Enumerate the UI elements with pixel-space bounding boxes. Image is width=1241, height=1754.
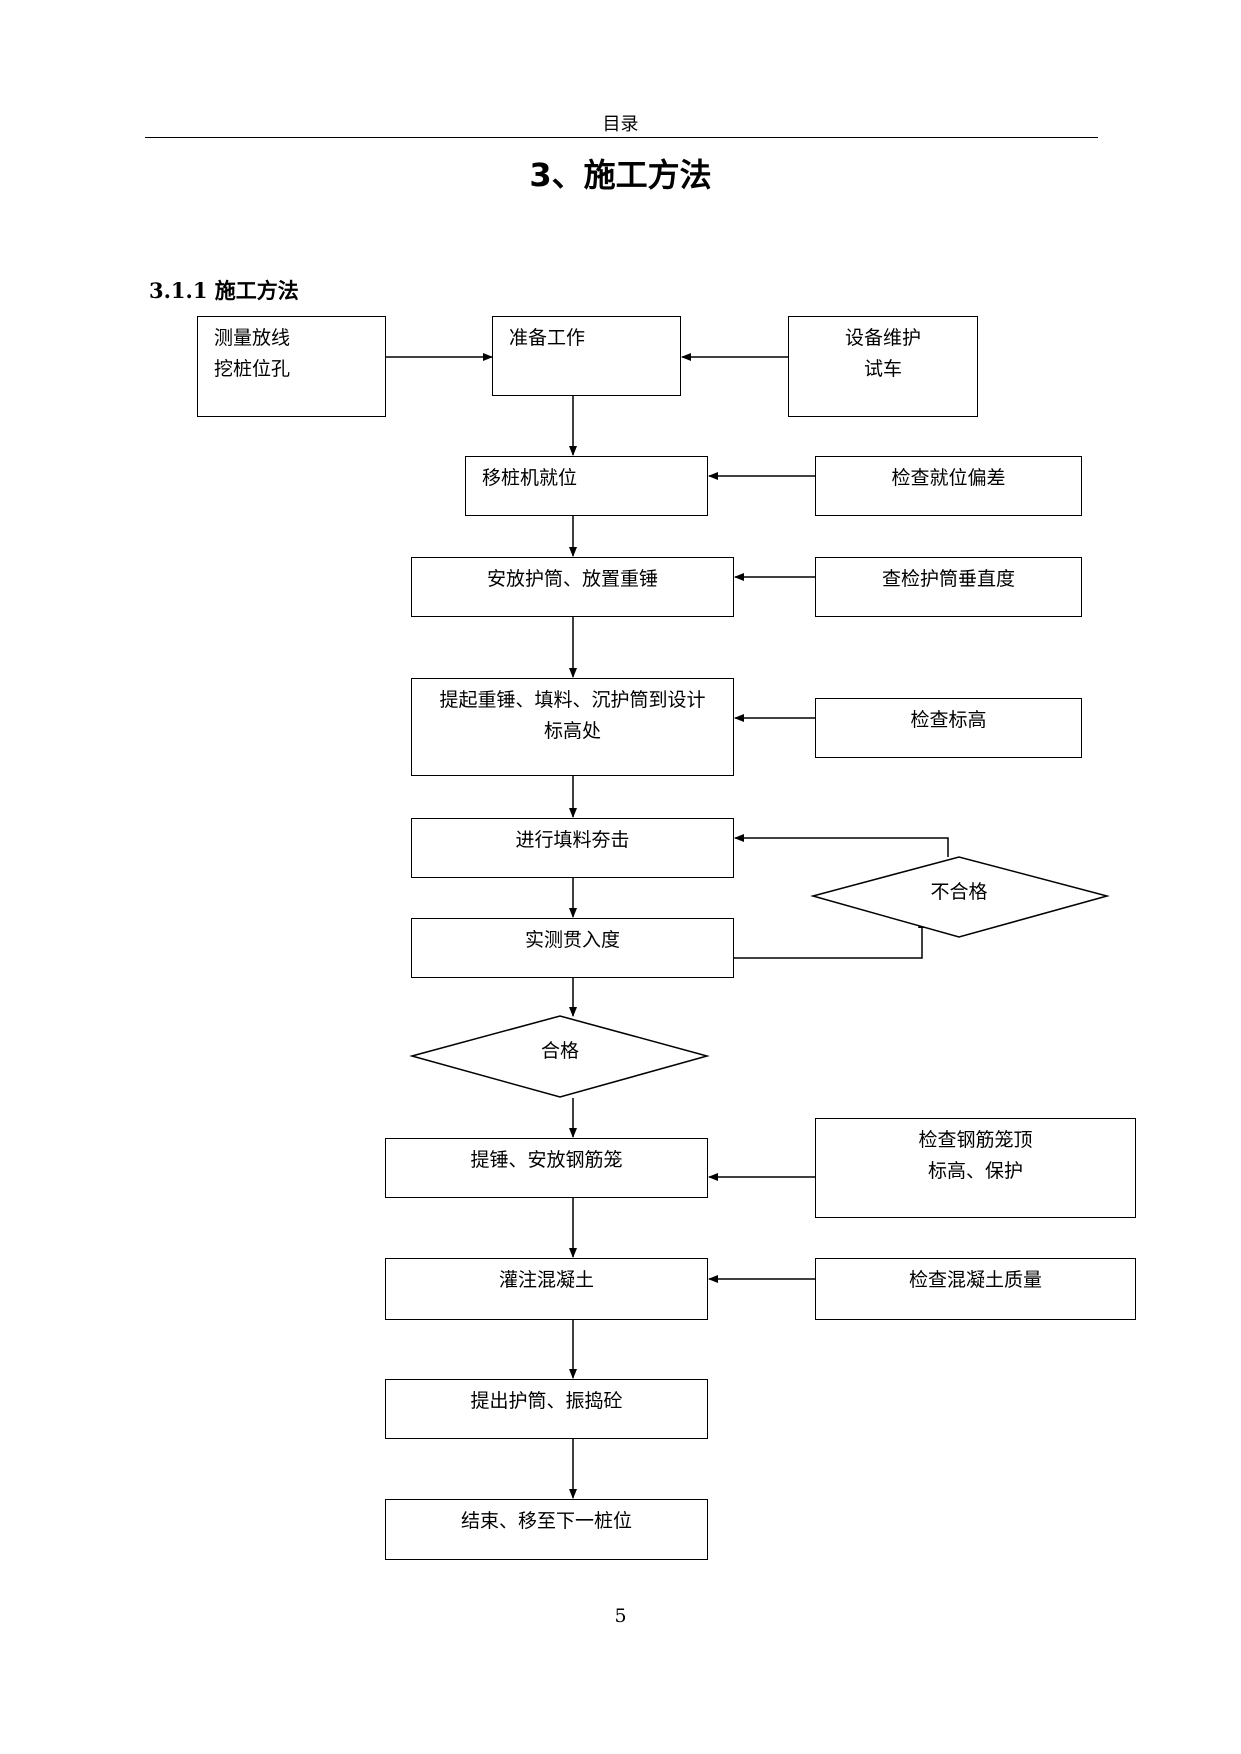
box-measure-penetration-label: 实测贯入度 [524,929,620,951]
decision-pass-diamond [409,1015,710,1098]
box-check-vertical: 查检护筒垂直度 [815,557,1082,617]
section-heading: 3.1.1 施工方法 [149,278,299,303]
box-check-vertical-label: 查检护筒垂直度 [881,568,1015,590]
page-number: 5 [614,1605,627,1627]
box-place-cage-label: 提锤、安放钢筋笼 [470,1149,623,1171]
box-check-cage-line2: 标高、保护 [927,1160,1023,1182]
box-place-casing-label: 安放护筒、放置重锤 [486,568,658,590]
arrow-fail-to-fill [734,834,949,857]
box-maintain: 设备维护 试车 [788,316,978,417]
box-check-cage-line1: 检查钢筋笼顶 [918,1129,1033,1151]
box-prepare: 准备工作 [492,316,681,396]
box-lift-hammer-line2: 标高处 [543,720,601,742]
box-place-cage: 提锤、安放钢筋笼 [385,1138,708,1198]
box-extract-casing-label: 提出护筒、振捣砼 [470,1390,623,1412]
box-place-casing: 安放护筒、放置重锤 [411,557,734,617]
box-move-rig-label: 移桩机就位 [482,467,578,489]
box-maintain-line1: 设备维护 [844,327,921,349]
box-lift-hammer: 提起重锤、填料、沉护筒到设计 标高处 [411,678,734,776]
decision-pass-label: 合格 [540,1040,579,1062]
box-move-rig: 移桩机就位 [465,456,708,516]
box-check-concrete-label: 检查混凝土质量 [908,1269,1042,1291]
box-survey: 测量放线 挖桩位孔 [197,316,386,417]
header-rule [145,137,1098,138]
box-extract-casing: 提出护筒、振捣砼 [385,1379,708,1439]
box-check-cage: 检查钢筋笼顶 标高、保护 [815,1118,1136,1218]
box-maintain-line2: 试车 [863,358,902,380]
decision-fail-diamond [810,856,1110,938]
box-prepare-label: 准备工作 [509,327,586,349]
box-check-position: 检查就位偏差 [815,456,1082,516]
running-header: 目录 [602,114,639,135]
box-survey-line1: 测量放线 [214,327,291,349]
box-finish-label: 结束、移至下一桩位 [460,1510,632,1532]
box-check-concrete: 检查混凝土质量 [815,1258,1136,1320]
box-finish: 结束、移至下一桩位 [385,1499,708,1560]
page-title: 3、施工方法 [529,156,712,194]
box-fill-ram-label: 进行填料夯击 [515,829,630,851]
arrow-measure-to-fail [734,918,926,959]
box-check-elevation: 检查标高 [815,698,1082,758]
box-fill-ram: 进行填料夯击 [411,818,734,878]
decision-fail-label: 不合格 [930,881,988,903]
box-survey-line2: 挖桩位孔 [214,358,291,380]
box-check-elevation-label: 检查标高 [910,709,987,731]
box-pour-concrete: 灌注混凝土 [385,1258,708,1320]
box-lift-hammer-line1: 提起重锤、填料、沉护筒到设计 [439,689,706,711]
box-check-position-label: 检查就位偏差 [891,467,1006,489]
box-pour-concrete-label: 灌注混凝土 [498,1269,594,1291]
box-measure-penetration: 实测贯入度 [411,918,734,978]
